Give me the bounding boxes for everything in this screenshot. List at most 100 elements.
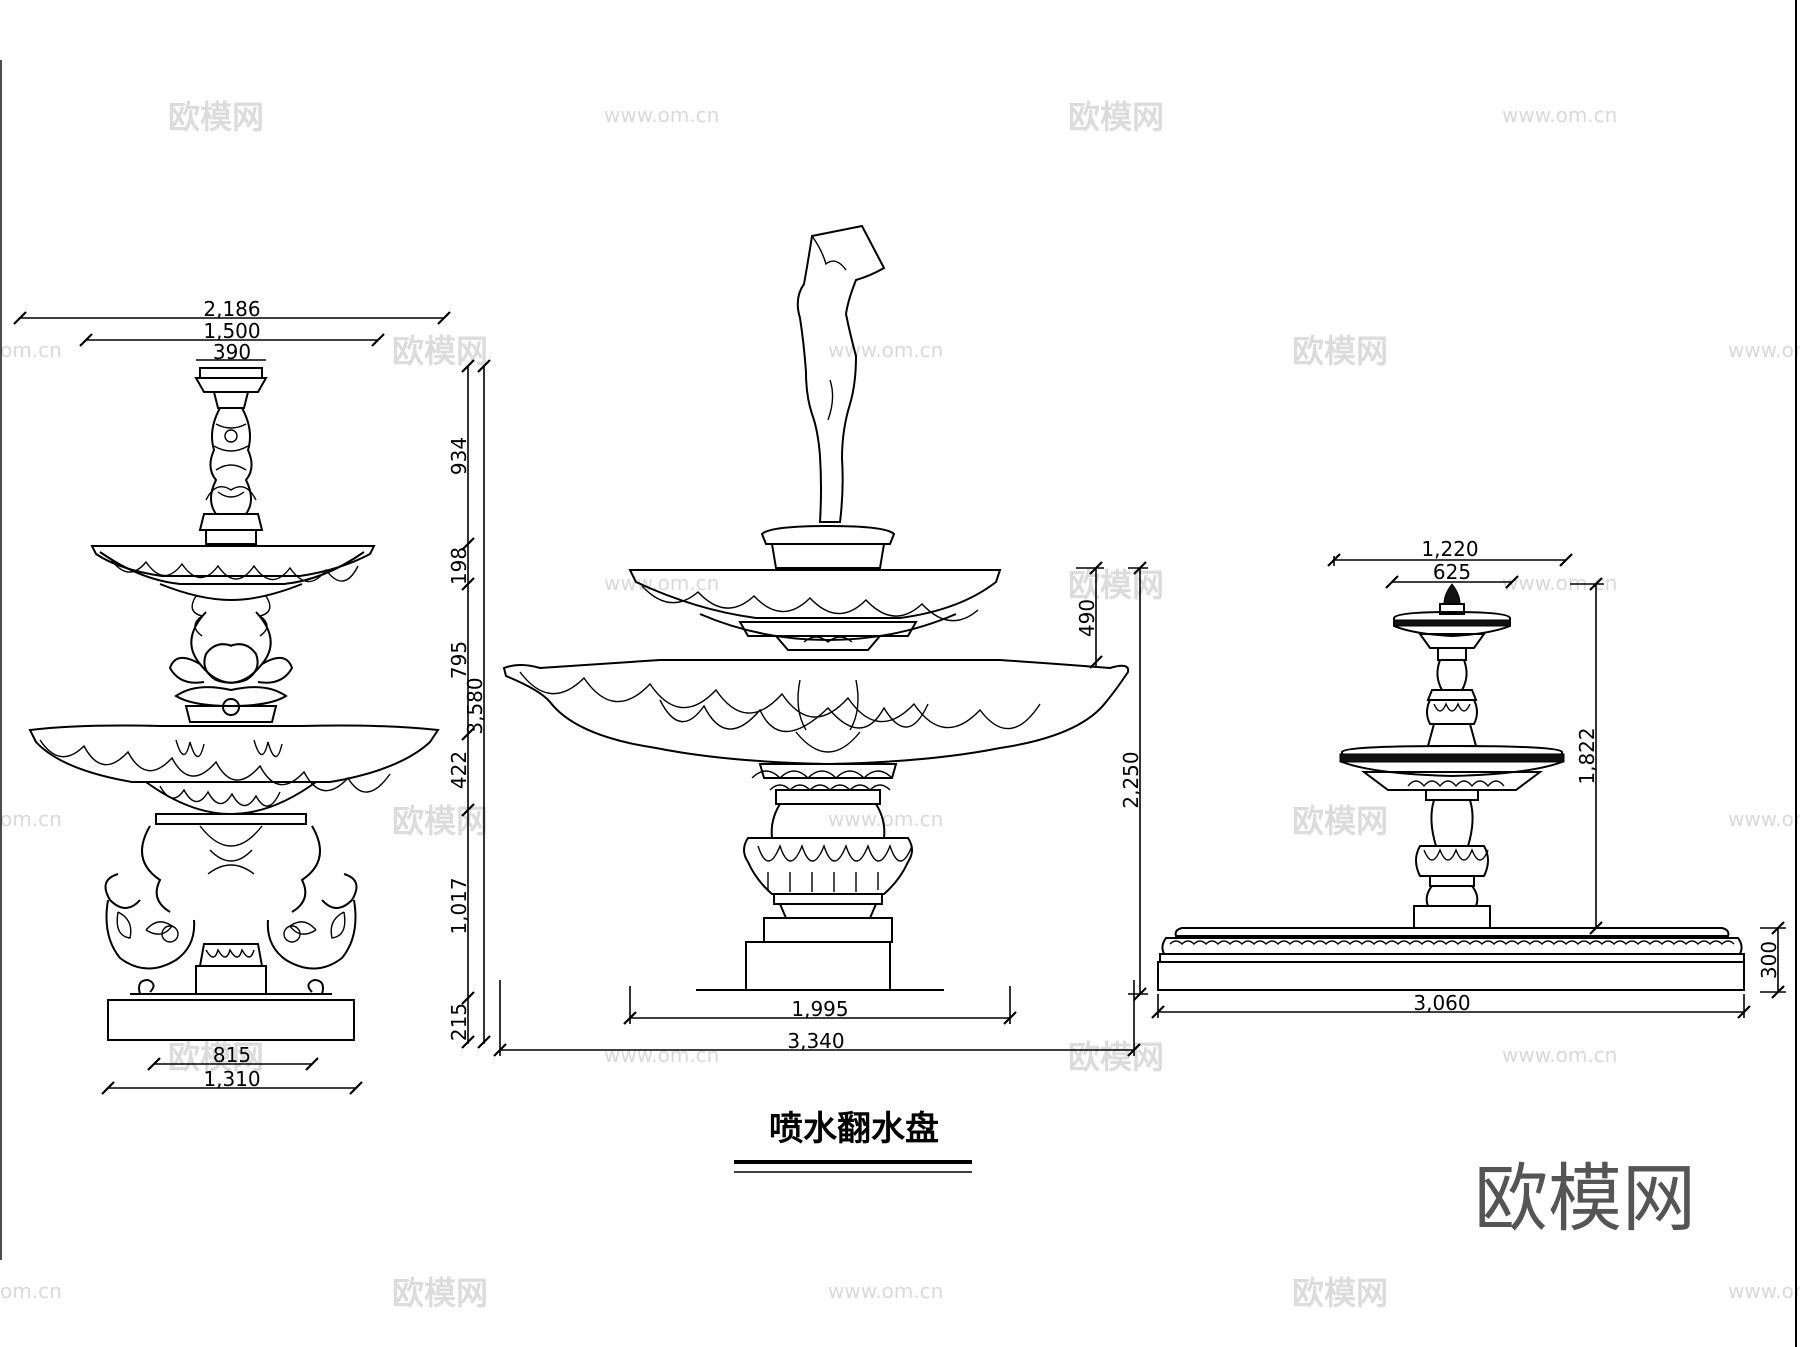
watermark-brand: 欧模网 xyxy=(392,1274,488,1312)
dim-plinth-height: 215 xyxy=(447,1003,471,1041)
dim-overall-width: 3,340 xyxy=(787,1029,844,1053)
lower-column-plinth xyxy=(1413,905,1491,929)
dim-tick xyxy=(477,1035,491,1049)
dim-basin-height: 300 xyxy=(1757,941,1781,979)
pedestal-curl-top xyxy=(104,873,358,909)
dim-tick xyxy=(1003,1011,1017,1025)
statue-neck xyxy=(770,543,886,569)
pedestal-urn xyxy=(743,837,913,895)
basin-egg-dart xyxy=(1169,940,1735,945)
dim-top-cap-width: 390 xyxy=(213,340,251,364)
column-base xyxy=(198,513,264,531)
dim-lower-tier-width: 1,220 xyxy=(1421,537,1478,561)
dim-tick xyxy=(1771,921,1785,935)
lower-bowl-ribs xyxy=(797,679,859,731)
lower-bowl-scallops xyxy=(519,671,1041,730)
watermark-brand: 欧模网 xyxy=(168,98,264,136)
upper-bowl-collar xyxy=(738,621,918,637)
dim-tick xyxy=(305,1057,319,1071)
column-leaf xyxy=(205,486,257,501)
dim-upper-bowl-height: 198 xyxy=(447,547,471,585)
watermark-brand: 欧模网 xyxy=(1068,1038,1164,1076)
dim-top-column-height: 934 xyxy=(447,437,471,475)
lower-bowl-heart xyxy=(795,731,861,753)
watermark-brand: 欧模网 xyxy=(1068,98,1164,136)
lower-urn-leaves xyxy=(1423,848,1489,861)
dim-tick xyxy=(461,1035,475,1049)
upper-bowl-bottom xyxy=(159,583,303,602)
upper-bowl-bottom xyxy=(699,613,957,642)
dimensions-left: 2,186 1,500 390 815 1,310 934 198 795 42… xyxy=(13,297,491,1095)
dim-overall-width: 2,186 xyxy=(203,297,260,321)
column-ornament xyxy=(213,423,249,498)
pedestal-feet xyxy=(138,978,324,995)
urn-flutes xyxy=(767,872,879,892)
dim-middle-height: 795 xyxy=(447,641,471,679)
lower-column-foot xyxy=(1425,885,1479,907)
watermark-site: www.om.cn xyxy=(1728,1279,1800,1303)
basin-body xyxy=(1157,961,1745,991)
dim-tick xyxy=(1133,987,1147,1001)
dim-tick xyxy=(13,311,27,325)
dim-tick xyxy=(1089,655,1103,669)
lower-column-collar xyxy=(1429,875,1475,887)
dim-tick xyxy=(1385,575,1399,589)
dim-tick xyxy=(461,991,475,1005)
dim-tick xyxy=(477,359,491,373)
shell xyxy=(174,686,288,708)
pedestal-rose-left xyxy=(161,925,179,943)
middle-collar xyxy=(184,705,278,723)
lower-bowl-leaves xyxy=(159,785,281,807)
dim-upper-tier-width: 625 xyxy=(1433,560,1471,584)
urn-gadroons xyxy=(757,843,913,862)
column-rosette xyxy=(224,429,238,443)
upper-column-collar xyxy=(1426,689,1478,701)
watermark-brand: 欧模网 xyxy=(1292,332,1388,370)
dim-total-height: 2,250 xyxy=(1119,751,1143,808)
pedestal-rose-right xyxy=(283,925,301,943)
top-cap xyxy=(199,367,263,379)
dim-tick xyxy=(493,1043,507,1057)
lower-bowl-ribs xyxy=(175,739,283,758)
upper-bowl-rim xyxy=(90,545,376,577)
dim-tick xyxy=(1151,1005,1165,1019)
dim-tick xyxy=(1559,553,1573,567)
lower-tier-ornament xyxy=(1407,780,1505,788)
dim-base-inner-width: 815 xyxy=(213,1043,251,1067)
watermark-site: www.om.cn xyxy=(828,807,943,831)
pedestal-foliage xyxy=(116,911,346,939)
finial xyxy=(1443,583,1461,605)
upper-column xyxy=(1436,659,1468,691)
upper-column-leaves xyxy=(1433,702,1471,712)
dim-bowl-gap-height: 490 xyxy=(1075,599,1099,637)
lower-bowl-band xyxy=(155,813,307,825)
statue xyxy=(796,224,886,523)
dim-tick xyxy=(147,1057,161,1071)
dim-tick xyxy=(1505,575,1519,589)
basin-fillet xyxy=(1159,953,1745,963)
watermark-site: www.om.cn xyxy=(604,1043,719,1067)
watermark-site: www.om.cn xyxy=(828,338,943,362)
lower-bowl-scallops xyxy=(39,739,391,793)
watermark-site: www.om.cn xyxy=(1728,807,1800,831)
statue-detail xyxy=(811,235,847,421)
pedestal-swirl xyxy=(105,899,357,970)
watermark-brand: 欧模网 xyxy=(1292,1274,1388,1312)
watermark-brand: 欧模网 xyxy=(392,802,488,840)
watermark-site: om.cn xyxy=(0,1279,62,1303)
watermark-brand: 欧模网 xyxy=(392,332,488,370)
lower-column xyxy=(1430,799,1474,847)
upper-bowl-stem xyxy=(773,635,883,651)
pedestal-collar xyxy=(775,789,881,805)
dim-tick xyxy=(461,803,475,817)
upper-bowl-scallops xyxy=(109,557,359,583)
watermark-site: om.cn xyxy=(0,338,62,362)
dim-tick xyxy=(1771,985,1785,999)
acanthus-band xyxy=(751,770,893,791)
brand-logo: 欧模网 xyxy=(1474,1156,1696,1242)
dim-tick xyxy=(371,333,385,347)
upper-bowl-lip xyxy=(99,551,365,585)
lower-bowl xyxy=(28,724,440,783)
